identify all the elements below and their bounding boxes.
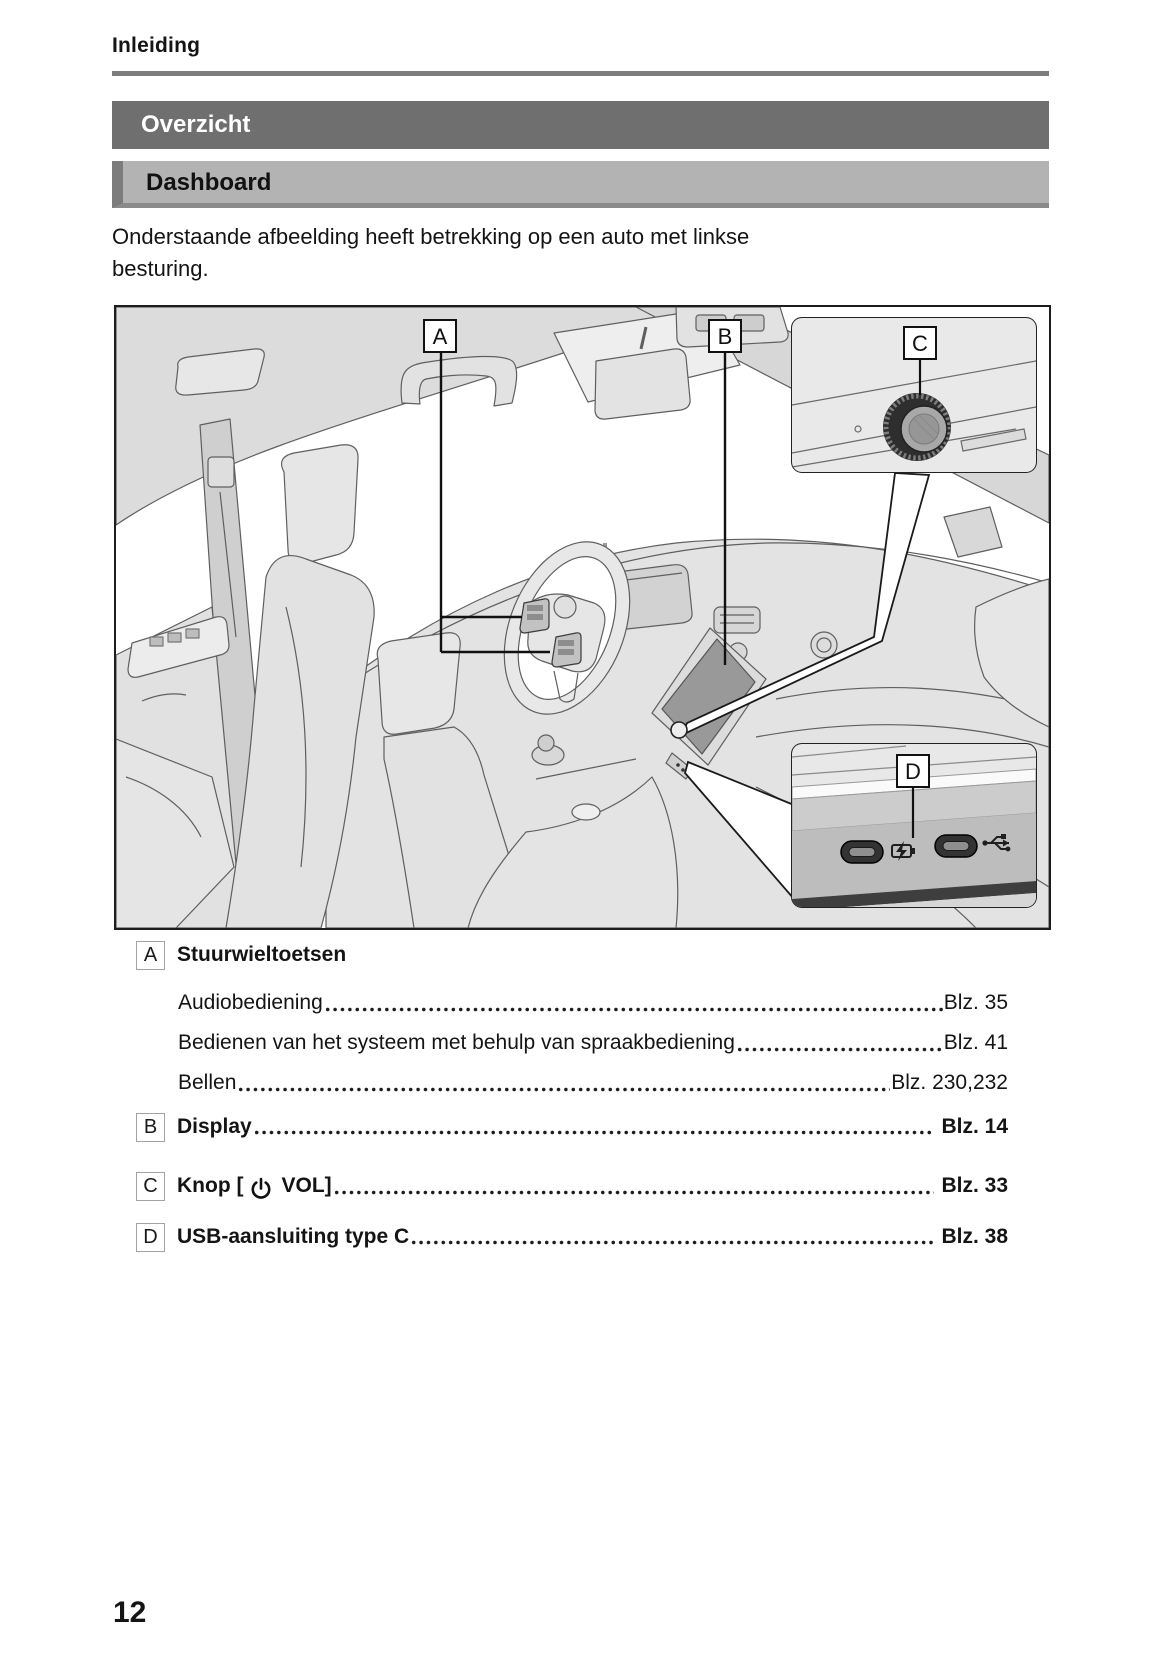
dot-leader	[237, 1066, 891, 1100]
legend-subrow-voice: Bedienen van het systeem met behulp van …	[178, 1026, 1008, 1060]
legend-key-c: C	[136, 1171, 165, 1201]
legend-row-a: A Stuurwieltoetsen	[136, 939, 1008, 971]
legend-label-c-prefix: Knop [	[177, 1174, 244, 1197]
section-banner-label: Overzicht	[141, 111, 251, 138]
intro-paragraph: Onderstaande afbeelding heeft betrekking…	[112, 221, 749, 285]
inset-c-knob: C	[791, 317, 1037, 473]
legend-pageref-calls: Blz. 230,232	[891, 1071, 1008, 1094]
header-divider	[112, 71, 1049, 76]
intro-line-1: Onderstaande afbeelding heeft betrekking…	[112, 224, 750, 249]
power-volume-knob-location	[670, 721, 688, 739]
legend-pageref-audio: Blz. 35	[943, 991, 1008, 1014]
legend-label-b: Display	[177, 1115, 252, 1138]
inset-d-usb-ports: D	[791, 743, 1037, 908]
dot-leader	[410, 1221, 935, 1253]
legend-pageref-voice: Blz. 41	[943, 1031, 1008, 1054]
page-header-title: Inleiding	[112, 34, 201, 57]
figure-callout-b: B	[708, 319, 742, 665]
car-interior-illustration: A B	[116, 307, 1049, 928]
legend-subrow-audio: Audiobediening Blz. 35	[178, 986, 1008, 1020]
legend-label-a: Stuurwieltoetsen	[177, 943, 347, 966]
legend-sublabel-audio: Audiobediening	[178, 991, 323, 1014]
legend-pageref-d: Blz. 38	[941, 1225, 1008, 1248]
dot-leader	[252, 1111, 935, 1143]
usb-symbol-icon	[982, 834, 1011, 852]
legend-row-b: B Display Blz. 14	[136, 1111, 1008, 1143]
legend-sublabel-calls: Bellen	[178, 1071, 237, 1094]
subsection-banner-label: Dashboard	[146, 169, 272, 196]
legend-key-b: B	[136, 1112, 165, 1142]
callout-c-letter: C	[912, 331, 928, 356]
legend-label-c-suffix: VOL]	[281, 1174, 332, 1197]
legend-sublabel-voice: Bedienen van het systeem met behulp van …	[178, 1031, 735, 1054]
legend-row-c: C Knop [ VOL] Blz. 33	[136, 1169, 1008, 1203]
section-banner: Overzicht	[112, 101, 1049, 149]
battery-charging-icon	[891, 841, 915, 861]
dashboard-figure: A B	[114, 305, 1051, 930]
legend-key-d: D	[136, 1222, 165, 1252]
subsection-banner: Dashboard	[112, 161, 1049, 208]
legend-subrow-calls: Bellen Blz. 230,232	[178, 1066, 1008, 1100]
legend-key-a: A	[136, 940, 165, 970]
steering-wheel-button-clusters	[519, 598, 582, 668]
callout-a-letter: A	[433, 324, 448, 349]
dot-leader	[323, 986, 943, 1020]
dot-leader	[332, 1169, 935, 1203]
callout-b-letter: B	[718, 324, 733, 349]
legend-pageref-c: Blz. 33	[941, 1174, 1008, 1197]
dot-leader	[735, 1026, 943, 1060]
callout-d-letter: D	[905, 759, 921, 784]
legend-row-d: D USB-aansluiting type C Blz. 38	[136, 1221, 1008, 1253]
legend-pageref-b: Blz. 14	[941, 1115, 1008, 1138]
legend-label-d: USB-aansluiting type C	[177, 1225, 410, 1248]
car-interior-art	[116, 307, 1049, 928]
intro-line-2: besturing.	[112, 256, 209, 281]
figure-callout-a: A	[423, 319, 550, 654]
page-number: 12	[113, 1596, 147, 1629]
power-icon	[252, 1177, 271, 1199]
